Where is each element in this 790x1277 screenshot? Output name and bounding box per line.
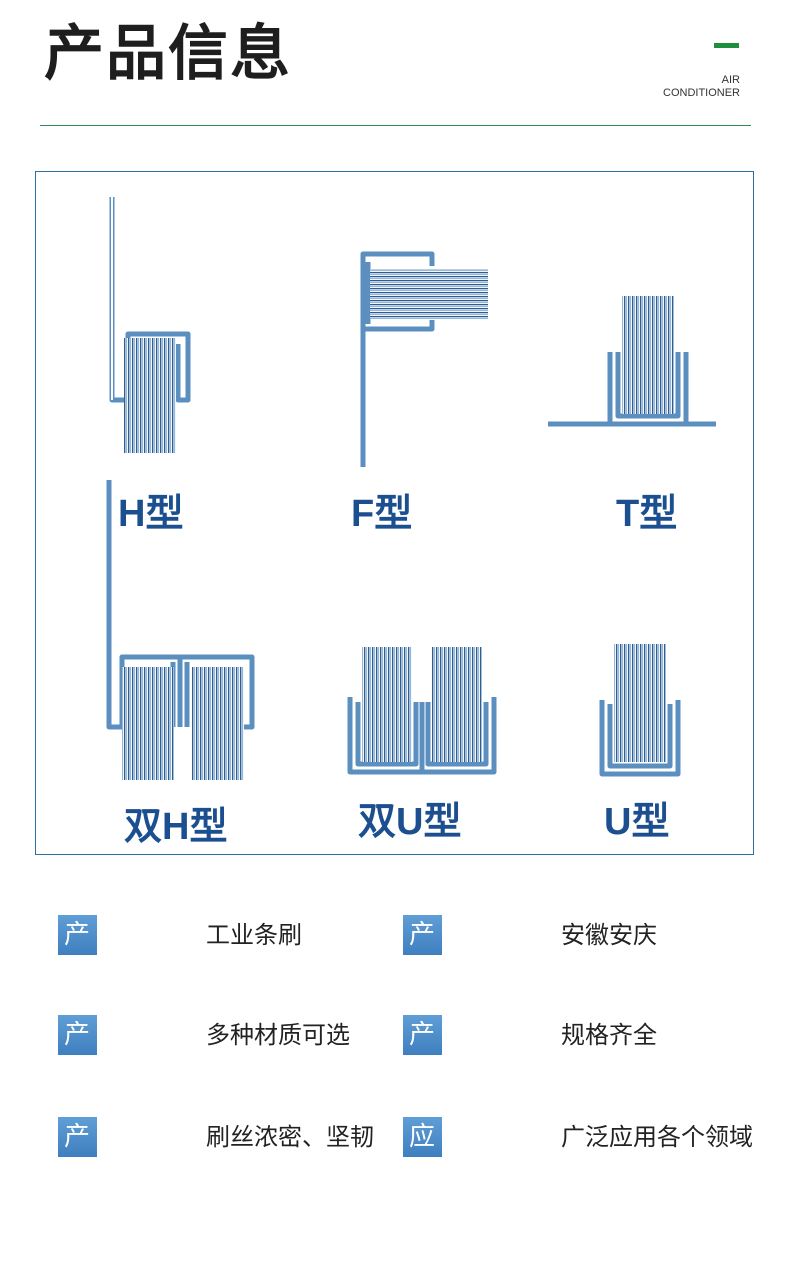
t-type-profile [548,352,716,427]
subtitle-line-2: CONDITIONER [663,87,740,99]
double-u-type-bristles-left [362,647,412,762]
u-type-bristles [614,644,666,762]
info-label-material: 产品材质 [58,1015,98,1170]
info-label-feature: 产品特点 [58,1117,98,1272]
h-type-profile [109,197,191,403]
info-value-name: 工业条刷 [206,921,302,949]
type-label-f: F型 [351,493,413,535]
type-label-double-u: 双U型 [358,801,462,843]
type-label-t: T型 [616,493,678,535]
h-type-bristles [124,338,176,453]
info-value-feature: 刷丝浓密、坚韧 [206,1123,374,1151]
profile-diagram: H型 F型 T型 双H型 双U型 U型 [35,171,754,855]
double-h-type-bristles-left [122,667,174,780]
info-value-size: 规格齐全 [561,1021,657,1049]
double-h-type-bristles-right [192,667,244,780]
page-title: 产品信息 [44,19,292,89]
t-type-bristles [622,296,674,414]
info-label-application: 应用范围 [403,1117,443,1272]
u-type-profile [599,700,681,777]
f-type-bristles [370,269,488,319]
header-divider [40,125,751,126]
info-value-material: 多种材质可选 [206,1021,350,1049]
accent-dash [714,43,739,48]
info-value-origin: 安徽安庆 [561,921,657,949]
info-label-size: 产品尺寸 [403,1015,443,1170]
header-subtitle: AIR CONDITIONER [663,74,740,100]
f-type-profile [360,251,435,467]
subtitle-line-1: AIR [721,74,740,86]
type-label-u: U型 [604,801,670,843]
info-label-name: 产品名称 [58,915,98,1070]
type-label-double-h: 双H型 [124,806,228,848]
info-value-application: 广泛应用各个领域 [561,1123,753,1151]
double-u-type-profile [347,697,497,775]
double-u-type-bristles-right [432,647,482,762]
type-label-h: H型 [118,493,184,535]
info-label-origin: 产品产地 [403,915,443,1070]
profile-illustrations [106,197,716,780]
